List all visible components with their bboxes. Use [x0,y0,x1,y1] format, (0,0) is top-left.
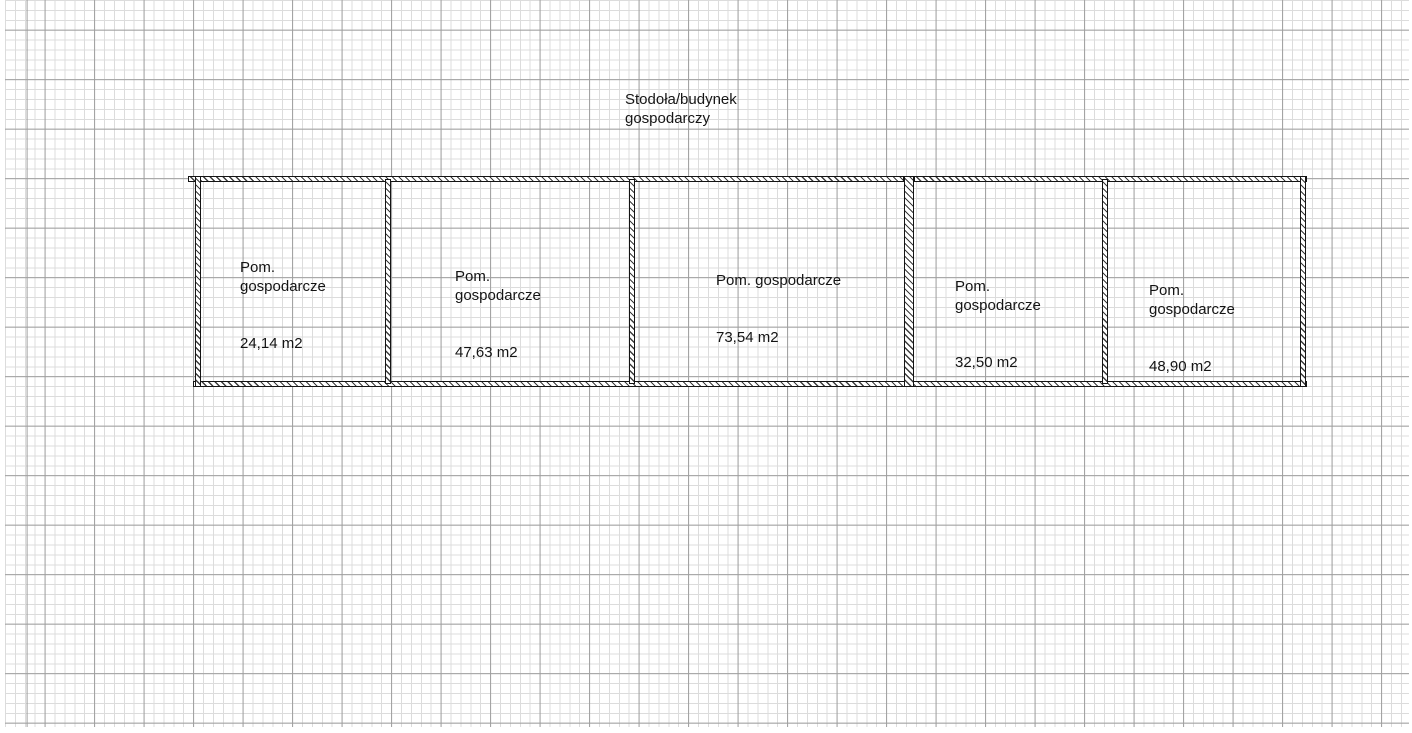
graph-paper-grid [5,0,1409,727]
room-5-name: Pom. gospodarcze [1149,282,1235,318]
room-2-name: Pom. gospodarcze [455,268,541,304]
room-4-name: Pom. gospodarcze [955,278,1041,314]
room-5-label: Pom. gospodarcze 48,90 m2 [1149,262,1235,376]
room-4[interactable]: Pom. gospodarcze 32,50 m2 [914,182,1102,381]
wall-divider-room1-room2[interactable] [385,179,391,384]
wall-top-left-segment[interactable] [188,176,904,182]
room-3[interactable]: Pom. gospodarcze 73,54 m2 [635,182,904,381]
room-5-area: 48,90 m2 [1149,358,1212,375]
room-5[interactable]: Pom. gospodarcze 48,90 m2 [1108,182,1300,381]
wall-right[interactable] [1300,176,1306,387]
building-title: Stodoła/budynek gospodarczy [625,91,737,127]
room-1-name: Pom. gospodarcze [240,259,326,295]
room-3-label: Pom. gospodarcze 73,54 m2 [716,252,841,347]
room-2-area: 47,63 m2 [455,344,518,361]
room-1[interactable]: Pom. gospodarcze 24,14 m2 [201,182,385,381]
room-1-area: 24,14 m2 [240,335,303,352]
room-2[interactable]: Pom. gospodarcze 47,63 m2 [391,182,629,381]
room-4-area: 32,50 m2 [955,354,1018,371]
room-3-name: Pom. gospodarcze [716,272,842,289]
wall-divider-room3-room4[interactable] [904,176,914,387]
room-3-area: 73,54 m2 [716,329,779,346]
wall-top-right-segment[interactable] [914,176,1307,182]
room-4-label: Pom. gospodarcze 32,50 m2 [955,258,1041,372]
wall-left[interactable] [195,176,201,387]
wall-divider-room2-room3[interactable] [629,179,635,384]
wall-divider-room4-room5[interactable] [1102,179,1108,384]
room-2-label: Pom. gospodarcze 47,63 m2 [455,248,541,362]
room-1-label: Pom. gospodarcze 24,14 m2 [240,239,326,353]
wall-bottom[interactable] [193,381,1307,387]
